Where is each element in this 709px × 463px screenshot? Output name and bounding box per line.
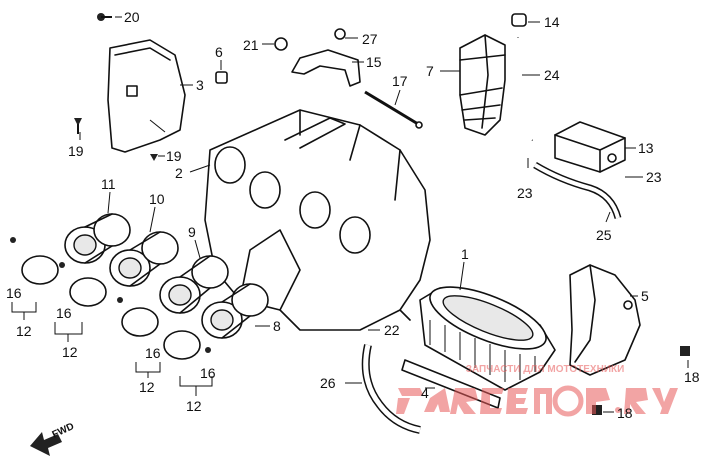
callout-3: 3 — [196, 77, 204, 93]
callout-5: 5 — [641, 288, 649, 304]
fwd-label: FWD — [51, 421, 76, 441]
callout-18-bottom: 18 — [617, 405, 633, 421]
screws — [74, 13, 158, 161]
callout-8: 8 — [273, 318, 281, 334]
air-cleaner-case — [204, 109, 431, 331]
callout-15: 15 — [366, 54, 382, 70]
drain-tube — [533, 161, 622, 220]
callout-21: 21 — [243, 37, 259, 53]
callout-24: 24 — [544, 67, 560, 83]
mounting-bracket — [274, 28, 361, 87]
callout-1: 1 — [461, 246, 469, 262]
callout-7: 7 — [426, 63, 434, 79]
callout-19-left: 19 — [68, 143, 84, 159]
hose-clamps — [10, 237, 211, 360]
drain-hose — [361, 344, 421, 434]
callout-16-b: 16 — [56, 305, 72, 321]
callout-22: 22 — [384, 322, 400, 338]
callout-20: 20 — [124, 9, 140, 25]
callout-18-right: 18 — [684, 369, 700, 385]
callout-23-left: 23 — [517, 185, 533, 201]
breather-chamber — [554, 121, 626, 173]
callout-19-center: 19 — [166, 148, 182, 164]
callout-12-c: 12 — [139, 379, 155, 395]
air-filter-element — [419, 286, 556, 391]
callout-12-a: 12 — [16, 323, 32, 339]
callout-12-b: 12 — [62, 344, 78, 360]
right-side-cover — [569, 264, 641, 376]
insulator-10 — [109, 231, 179, 287]
grommet — [215, 71, 228, 84]
callout-16-a: 16 — [6, 285, 22, 301]
callout-14: 14 — [544, 14, 560, 30]
callout-25: 25 — [596, 227, 612, 243]
callout-16-d: 16 — [200, 365, 216, 381]
intake-duct — [459, 34, 506, 136]
callout-4: 4 — [421, 385, 429, 401]
callout-16-c: 16 — [145, 345, 161, 361]
watermark-text: ЗАПЧАСТИ ДЛЯ МОТОТЕХНИКИ — [466, 364, 625, 375]
bolts-18 — [592, 346, 690, 415]
callout-10: 10 — [149, 191, 165, 207]
insulator-11 — [64, 213, 131, 264]
insulator-9 — [159, 255, 229, 314]
long-bolt — [364, 90, 423, 129]
callout-27: 27 — [362, 31, 378, 47]
breather-tube — [511, 13, 533, 142]
callout-13: 13 — [638, 140, 654, 156]
callout-23-right: 23 — [646, 169, 662, 185]
callout-9: 9 — [188, 224, 196, 240]
fwd-arrow: FWD — [30, 421, 76, 456]
leader-lines — [11, 16, 689, 413]
callout-labels: 20 3 6 21 27 15 17 7 14 24 19 19 2 13 23… — [6, 9, 700, 421]
callout-11: 11 — [101, 176, 116, 192]
callout-26: 26 — [320, 375, 336, 391]
watermark-logo — [396, 385, 678, 417]
side-cover — [107, 39, 186, 153]
watermark: ЗАПЧАСТИ ДЛЯ МОТОТЕХНИКИ — [396, 364, 678, 417]
insulator-8 — [201, 283, 269, 339]
callout-2: 2 — [175, 165, 183, 181]
callout-17: 17 — [392, 73, 408, 89]
callout-12-d: 12 — [186, 398, 202, 414]
callout-6: 6 — [215, 44, 223, 60]
